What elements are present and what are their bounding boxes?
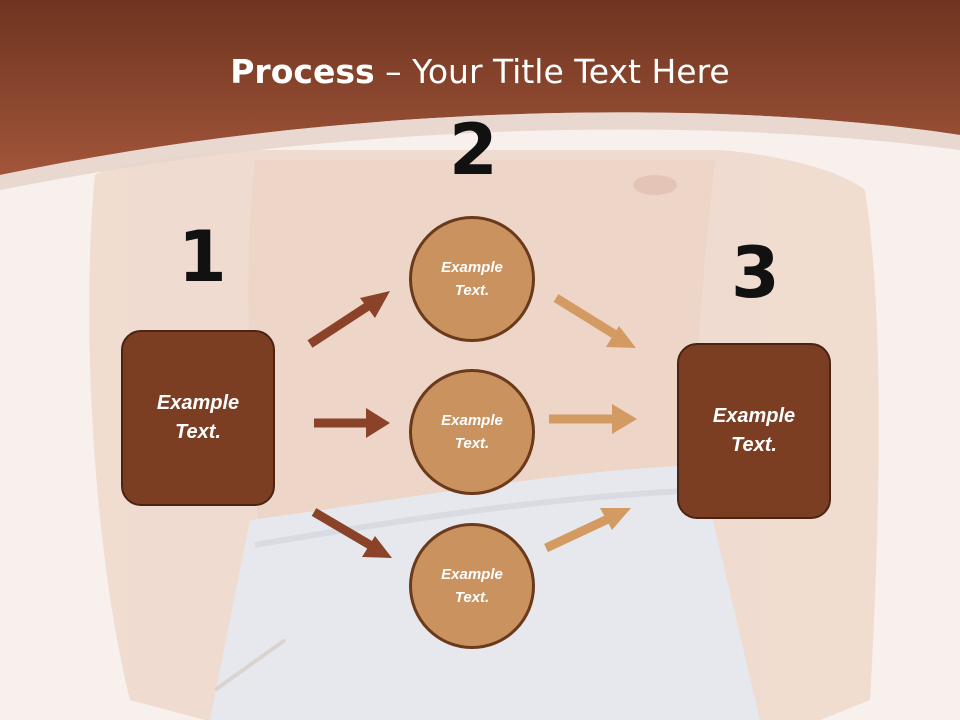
slide-title: Process – Your Title Text Here xyxy=(0,52,960,91)
header-band xyxy=(0,0,960,175)
step-2-circle-top: Example Text. xyxy=(409,216,535,342)
step-number-2: 2 xyxy=(449,109,498,191)
step-3-box: Example Text. xyxy=(677,343,831,519)
arrow-middle-to-3 xyxy=(549,404,637,434)
step-number-1: 1 xyxy=(178,216,227,298)
arrow-1-to-top xyxy=(307,291,390,348)
step-number-3: 3 xyxy=(731,232,780,314)
arrow-1-to-bottom xyxy=(311,508,392,558)
header-swoosh xyxy=(0,112,960,190)
arrow-top-to-3 xyxy=(553,294,636,348)
step-2-circle-middle: Example Text. xyxy=(409,369,535,495)
step-2-circle-bottom: Example Text. xyxy=(409,523,535,649)
title-bold: Process xyxy=(230,52,375,91)
step-1-box: Example Text. xyxy=(121,330,275,506)
title-rest: – Your Title Text Here xyxy=(374,52,730,91)
arrow-bottom-to-3 xyxy=(544,508,631,553)
arrow-1-to-middle xyxy=(314,408,390,438)
